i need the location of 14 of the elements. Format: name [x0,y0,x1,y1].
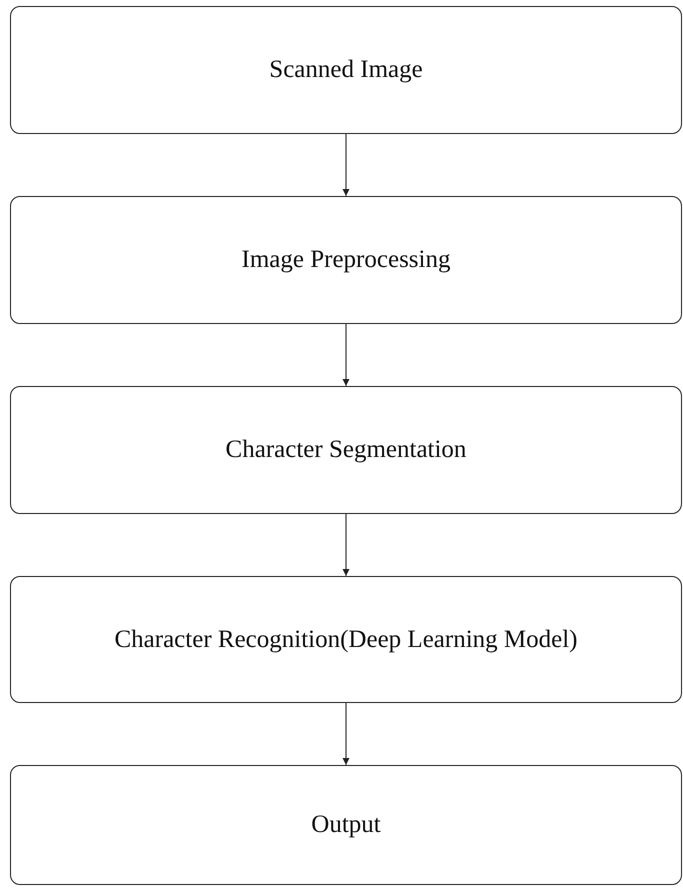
process-box [10,386,682,514]
box-label: Scanned Image [269,56,423,84]
arrow [342,514,350,576]
process-box [10,765,682,885]
box-label: Character Recognition(Deep Learning Model) [114,626,578,654]
box-label: Output [311,811,381,839]
process-box [10,196,682,324]
arrow [342,702,350,766]
box-label: Character Segmentation [226,436,466,464]
box-label: Image Preprocessing [242,246,450,274]
process-box [10,576,682,703]
arrow [342,134,350,196]
arrow [342,324,350,386]
process-box [10,6,682,134]
